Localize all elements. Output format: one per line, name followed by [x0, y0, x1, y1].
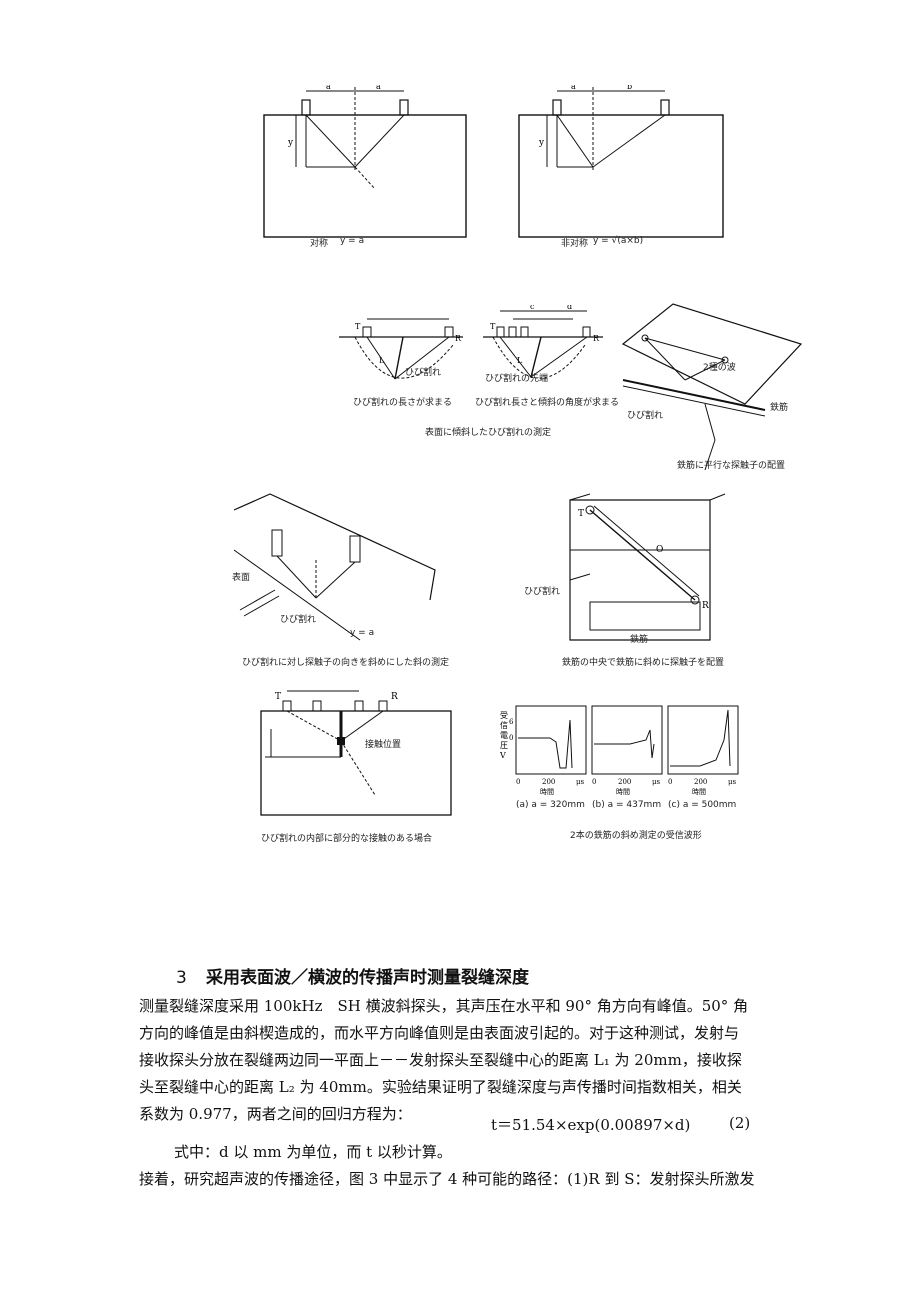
- svg-text:圧: 圧: [500, 741, 508, 750]
- svg-text:0: 0: [516, 778, 520, 786]
- next-paragraph: 接着，研究超声波的传播途径，图 3 中显示了 4 种可能的路径：(1)R 到 S…: [139, 1170, 755, 1188]
- svg-text:0: 0: [592, 778, 596, 786]
- svg-text:T: T: [355, 322, 361, 331]
- svg-text:200: 200: [694, 778, 707, 786]
- wave-label: 2種の波: [703, 363, 736, 373]
- group-caption: 表面に傾斜したひび割れの測定: [425, 428, 552, 438]
- svg-text:信: 信: [500, 720, 508, 730]
- figure-caption: 鉄筋の中央で鉄筋に斜めに探触子を配置: [562, 658, 725, 668]
- figure-symmetric: y a a 对称 y = a: [260, 85, 480, 255]
- svg-text:0: 0: [668, 778, 672, 786]
- svg-text:μs: μs: [728, 778, 737, 786]
- section-title: 采用表面波／横波的传播声时测量裂缝深度: [206, 968, 529, 988]
- svg-text:c: c: [530, 305, 535, 311]
- mid-caption: ひび割れ長さと傾斜の角度が求まる: [475, 398, 620, 408]
- svg-text:R: R: [593, 334, 600, 343]
- figure-formula: y = √(a×b): [593, 236, 644, 246]
- svg-text:V: V: [500, 751, 506, 760]
- svg-text:R: R: [391, 692, 398, 702]
- rebar-label: 鉄筋: [630, 635, 649, 645]
- figure-rebar-center: T R O ひび割れ 鉄筋 鉄筋の中央で鉄筋に斜めに探触子を配置: [524, 490, 730, 668]
- svg-text:a: a: [326, 85, 331, 91]
- crack-label: ひび割れ: [627, 411, 664, 421]
- y-label: y: [287, 138, 294, 148]
- panel-c-label: (c) a = 500mm: [668, 800, 737, 810]
- svg-text:0: 0: [509, 734, 513, 742]
- svg-text:d: d: [567, 305, 572, 311]
- section-number: 3: [176, 968, 187, 988]
- svg-text:200: 200: [542, 778, 555, 786]
- equation-expression: t＝51.54×exp(0.00897×d): [491, 1116, 691, 1134]
- svg-text:R: R: [702, 601, 709, 611]
- svg-text:T: T: [275, 692, 281, 702]
- figure-label: 非对称: [561, 239, 589, 249]
- surface-label: 表面: [232, 573, 251, 583]
- body-paragraph: 测量裂缝深度采用 100kHz SH 横波斜探头，其声压在水平和 90° 角方向…: [139, 993, 779, 1128]
- svg-text:b: b: [627, 85, 632, 91]
- svg-text:a: a: [571, 85, 576, 91]
- svg-text:y: y: [538, 138, 545, 148]
- svg-text:時間: 時間: [540, 788, 554, 796]
- figure-formula: y = a: [340, 236, 365, 246]
- crack-label: ひび割れ: [524, 587, 561, 597]
- svg-text:T: T: [490, 322, 496, 331]
- body-line: 系数为 0.977，两者之间的回归方程为：: [139, 1105, 412, 1123]
- body-line: 头至裂缝中心的距离 L₂ 为 40mm。实验结果证明了裂缝深度与声传播时间指数相…: [139, 1078, 742, 1096]
- svg-text:μs: μs: [576, 778, 585, 786]
- equation-note: 式中：d 以 mm 为单位，而 t 以秒计算。: [174, 1143, 452, 1161]
- figure-surface-crack-group: T R L T R c d L ひび割れ ひび割れの先端 ひび割れの長さが求まる…: [335, 305, 619, 438]
- figure-caption: ひび割れに対し探触子の向きを斜めにした斜の測定: [242, 658, 450, 668]
- body-line: 接收探头分放在裂缝两边同一平面上－－发射探头至裂缝中心的距离 L₁ 为 20mm…: [139, 1051, 742, 1069]
- panel-a-label: (a) a = 320mm: [516, 800, 585, 810]
- svg-text:O: O: [656, 545, 663, 555]
- equation-number: (2): [729, 1114, 751, 1132]
- left-caption: ひび割れの長さが求まる: [353, 398, 453, 408]
- svg-text:L: L: [379, 356, 385, 365]
- figure-caption: ひび割れの内部に部分的な接触のある場合: [261, 834, 433, 844]
- contact-label: 接触位置: [365, 740, 402, 750]
- svg-text:μs: μs: [652, 778, 661, 786]
- panel-b-label: (b) a = 437mm: [592, 800, 662, 810]
- figure-rebar-parallel: 2種の波 鉄筋 ひび割れ 鉄筋に平行な探触子の配置: [615, 300, 805, 475]
- section-heading: 3 采用表面波／横波的传播声时测量裂缝深度: [176, 963, 529, 988]
- svg-text:200: 200: [618, 778, 631, 786]
- svg-text:6: 6: [509, 718, 514, 726]
- figure-caption: 2本の鉄筋の斜め測定の受信波形: [570, 831, 702, 841]
- rebar-label: 鉄筋: [770, 403, 789, 413]
- figure-waveforms: 受 信 電 圧 V 6 0 0 200 μs 0 200 μs 0 200 μs…: [500, 700, 750, 841]
- svg-text:T: T: [578, 509, 584, 519]
- svg-text:a: a: [376, 85, 381, 91]
- svg-text:時間: 時間: [692, 788, 706, 796]
- crack-label: ひび割れ: [405, 368, 442, 378]
- svg-text:受: 受: [500, 710, 508, 720]
- body-line: 测量裂缝深度采用 100kHz SH 横波斜探头，其声压在水平和 90° 角方向…: [139, 997, 749, 1015]
- figure-label: 对称: [310, 239, 329, 249]
- figure-formula: y = a: [350, 628, 375, 638]
- svg-text:L: L: [517, 356, 523, 365]
- svg-text:R: R: [455, 334, 462, 343]
- figure-asymmetric: y a b 非对称 y = √(a×b): [513, 85, 733, 255]
- svg-text:時間: 時間: [616, 788, 630, 796]
- crack-label: ひび割れ: [280, 615, 317, 625]
- figure-oblique: 表面 ひび割れ y = a ひび割れに対し探触子の向きを斜めにした斜の測定: [230, 490, 449, 668]
- figure-caption: 鉄筋に平行な探触子の配置: [677, 461, 786, 471]
- crack-tip-label: ひび割れの先端: [485, 374, 549, 384]
- svg-text:電: 電: [500, 731, 508, 740]
- figure-partial-contact: T R 接触位置 ひび割れの内部に部分的な接触のある場合: [255, 685, 455, 844]
- body-line: 方向的峰值是由斜楔造成的，而水平方向峰值则是由表面波引起的。对于这种测试，发射与: [139, 1024, 740, 1042]
